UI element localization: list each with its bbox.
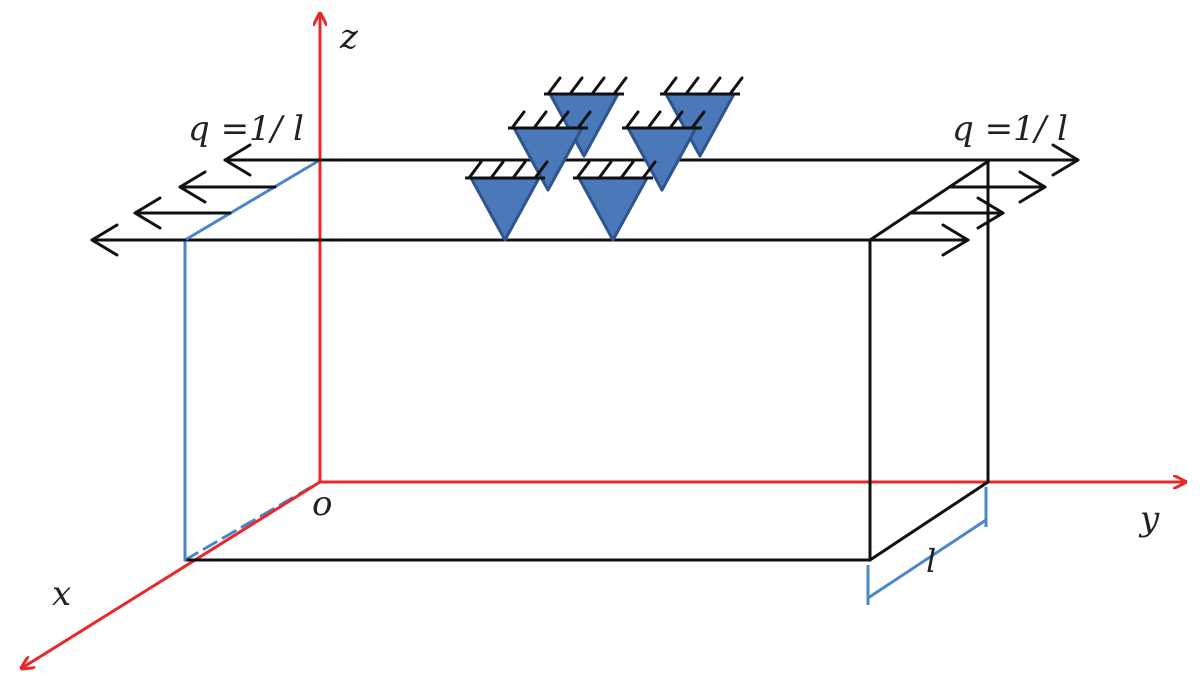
- dimension-line: [867, 518, 987, 600]
- y-axis-label: y: [1138, 499, 1160, 539]
- fixed-support: [508, 110, 592, 192]
- box-edges: [183, 158, 992, 562]
- left-load-arrow: [178, 170, 277, 204]
- depth-label: l: [926, 542, 936, 580]
- fixed-support: [573, 160, 657, 242]
- fixed-support: [544, 76, 628, 158]
- left-load-label: q =1/ l: [188, 109, 304, 149]
- left-face-edges: [183, 158, 322, 562]
- origin-label: o: [312, 484, 332, 524]
- left-top-depth-edge: [183, 158, 322, 242]
- fixed-support: [622, 110, 706, 192]
- x-axis-label: x: [52, 574, 71, 614]
- top-right-depth-edge: [868, 158, 992, 242]
- fixed-support: [465, 160, 549, 242]
- right-load-arrows: [868, 143, 1080, 257]
- fixed-supports: [465, 76, 744, 242]
- right-load-arrow: [908, 196, 1005, 230]
- right-load-label: q =1/ l: [952, 109, 1068, 149]
- fixed-support: [660, 76, 744, 158]
- coordinate-axes: [22, 14, 1185, 668]
- depth-dimension: l: [866, 487, 988, 605]
- right-load-arrow: [948, 170, 1047, 204]
- left-load-arrow: [223, 143, 322, 177]
- x-axis: [22, 480, 321, 668]
- labels: z y x o q =1/ l q =1/ l: [52, 17, 1160, 614]
- z-axis-label: z: [339, 17, 359, 57]
- left-load-arrow: [90, 223, 187, 257]
- bottom-right-depth-edge: [868, 480, 990, 562]
- left-load-arrows: [90, 143, 322, 257]
- bottom-left-depth-edge: [183, 480, 322, 562]
- right-load-arrow: [988, 143, 1080, 177]
- left-load-arrow: [133, 196, 232, 230]
- hidden-edges: [183, 158, 987, 562]
- right-load-arrow: [868, 223, 970, 257]
